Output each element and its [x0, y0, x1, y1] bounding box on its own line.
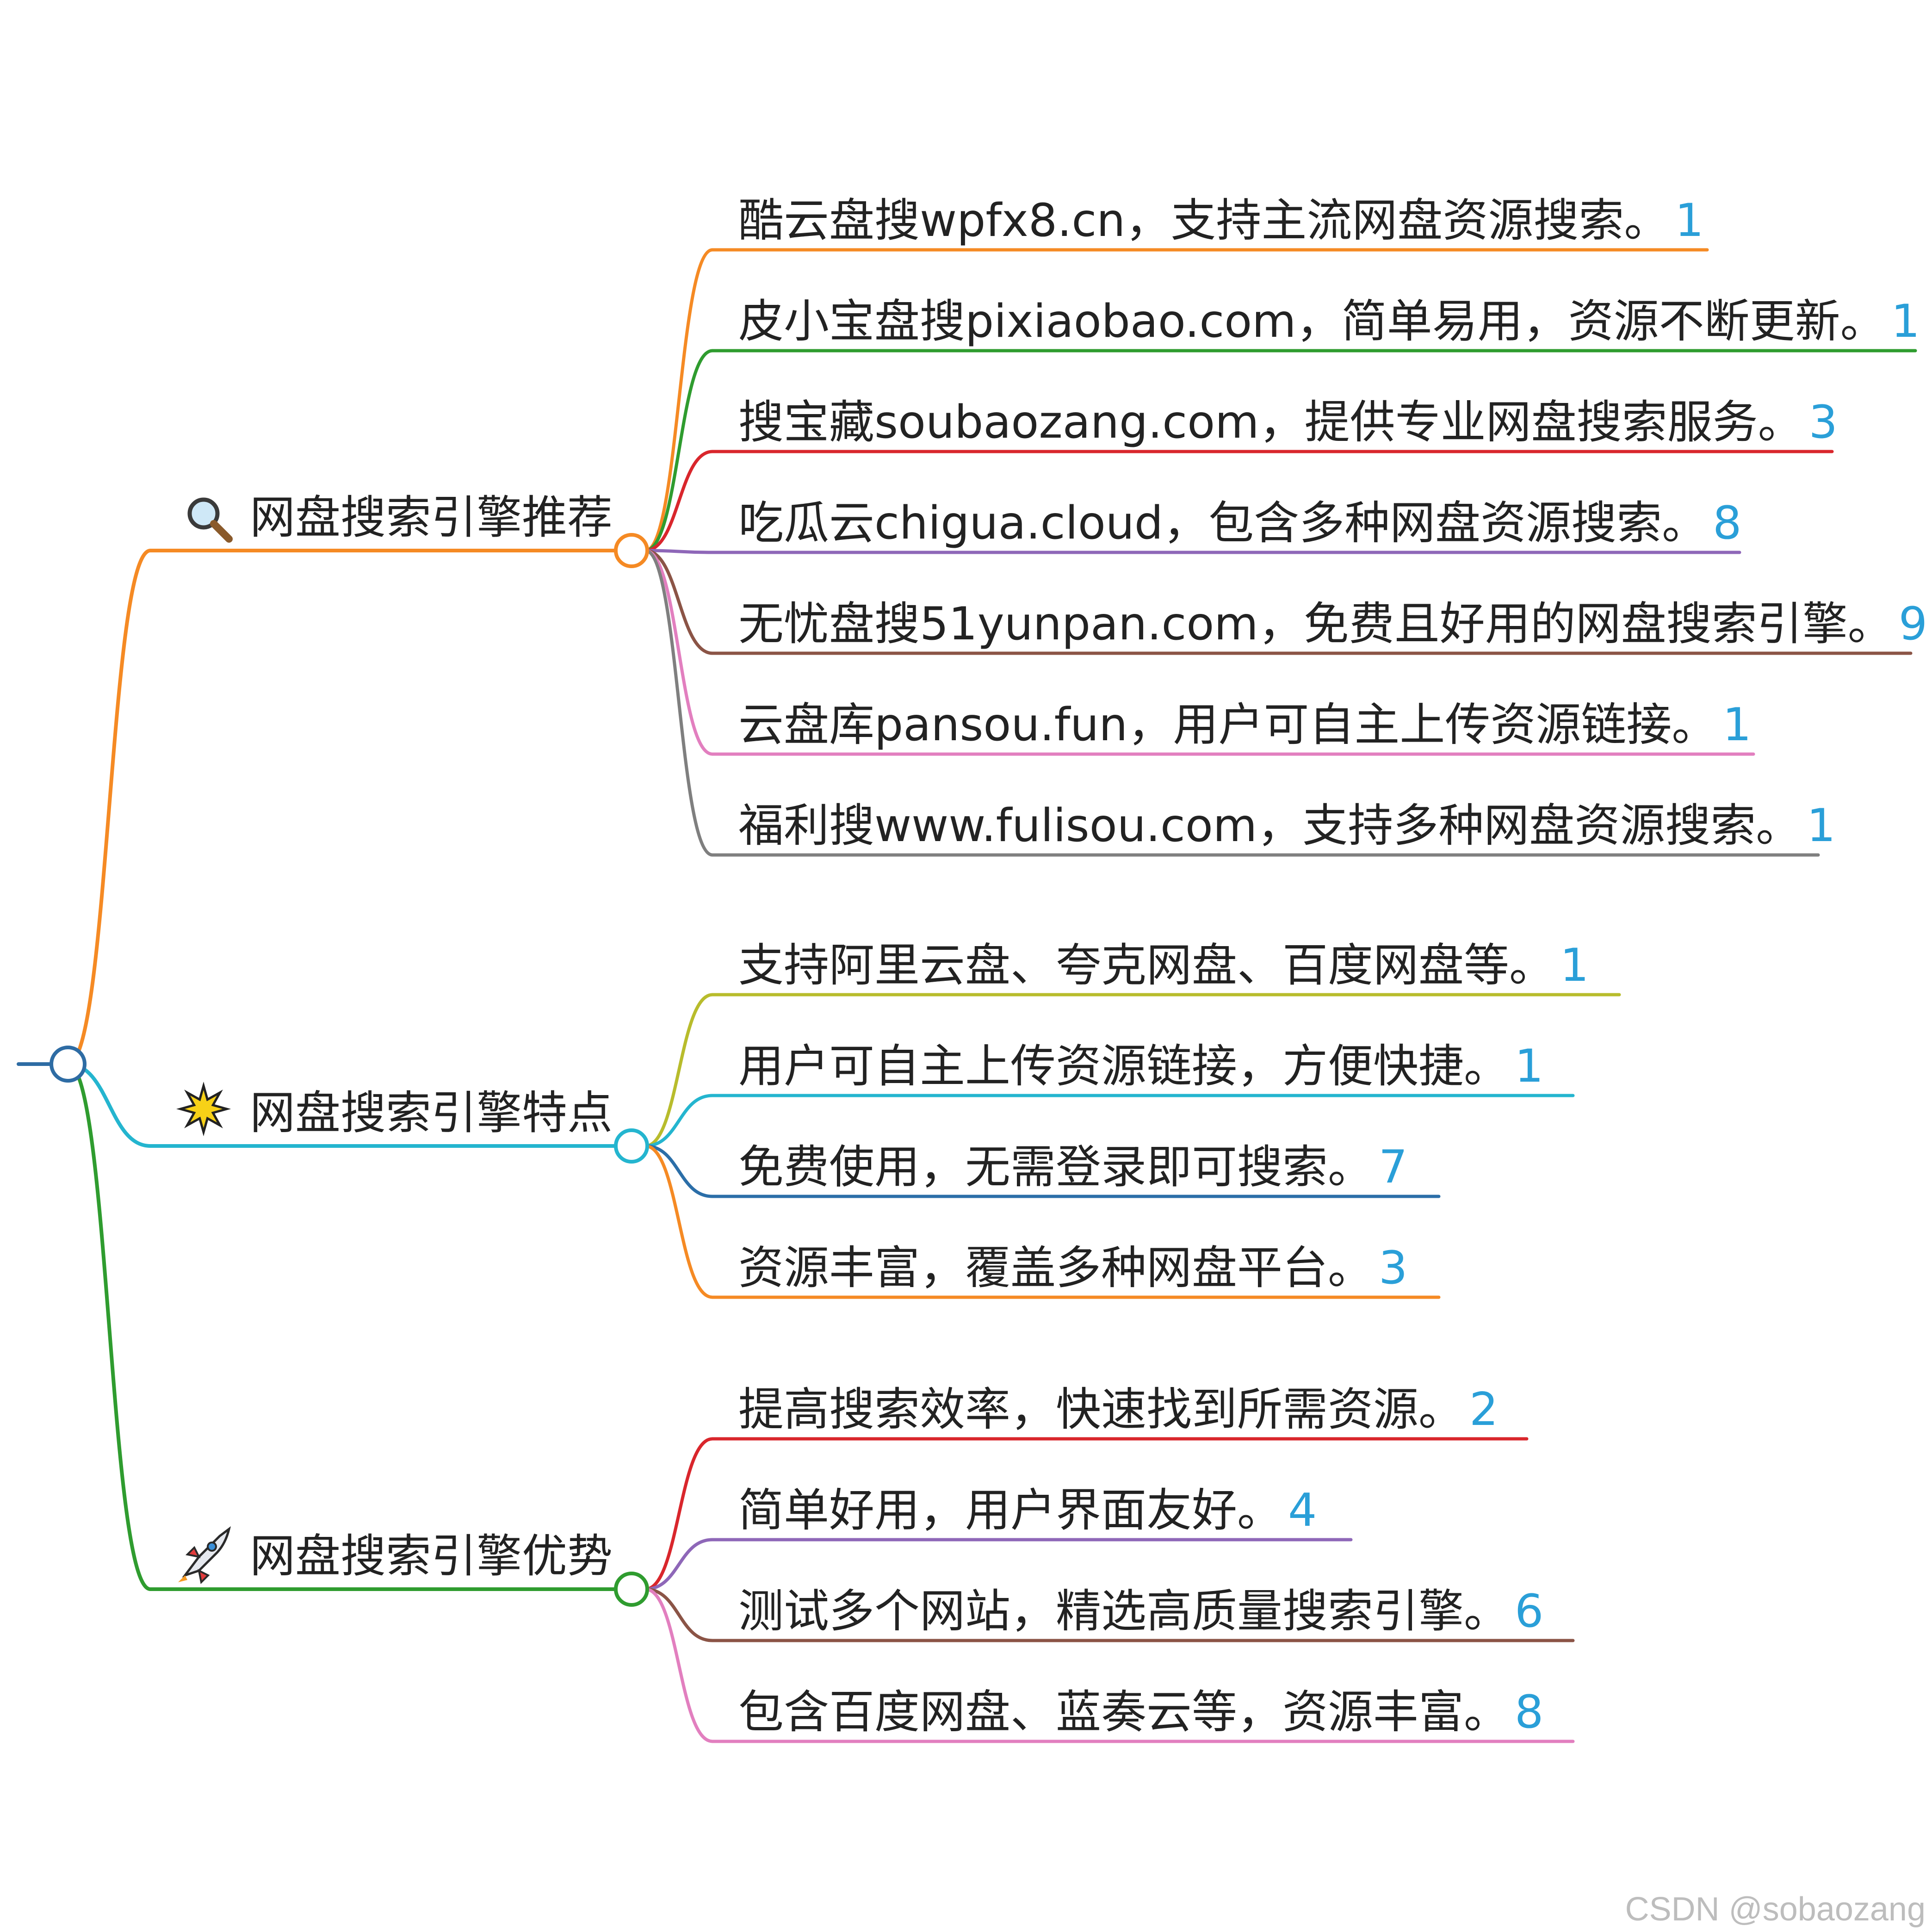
branch-to-item-edge-0-3: [644, 549, 714, 554]
item-text: 福利搜www.fulisou.com，支持多种网盘资源搜索。: [738, 799, 1801, 852]
item-count-link[interactable]: 2: [1469, 1383, 1498, 1436]
branch-to-item-edge-0-6: [644, 549, 714, 857]
branch-node-2[interactable]: [614, 1572, 649, 1607]
branch-to-item-edge-1-3: [644, 1144, 714, 1299]
branch-to-item-edge-1-0: [644, 993, 714, 1148]
branch-label: 网盘搜索引擎特点: [250, 1087, 613, 1139]
item-text: 搜宝藏soubaozang.com，提供专业网盘搜索服务。: [738, 396, 1803, 449]
branch-to-item-edge-1-2: [644, 1144, 714, 1198]
root-to-branch-edge-2: [66, 1062, 152, 1591]
sparkle-icon: [176, 1081, 231, 1137]
branch-node-1[interactable]: [614, 1128, 649, 1164]
branch-to-item-edge-2-3: [644, 1587, 714, 1743]
branch-to-item-edge-0-2: [644, 450, 714, 552]
item-text: 资源丰富，覆盖多种网盘平台。: [738, 1242, 1373, 1294]
branch-label: 网盘搜索引擎优势: [250, 1530, 613, 1583]
item-text: 吃瓜云chigua.cloud，包含多种网盘资源搜索。: [738, 497, 1707, 550]
root-node[interactable]: [50, 1046, 87, 1083]
watermark: CSDN @sobaozang: [1625, 1891, 1926, 1928]
item-text: 皮小宝盘搜pixiaobao.com，简单易用，资源不断更新。: [738, 295, 1886, 348]
item-count-link[interactable]: 1: [1560, 939, 1589, 992]
branch-to-item-edge-0-5: [644, 549, 714, 756]
item-text: 简单好用，用户界面友好。: [738, 1484, 1282, 1537]
mind-map-edges: [17, 248, 1917, 1743]
branch-to-item-edge-2-2: [644, 1587, 714, 1642]
item-count-link[interactable]: 1: [1722, 699, 1751, 751]
mind-map-nodes: 网盘搜索引擎推荐酷云盘搜wpfx8.cn，支持主流网盘资源搜索。1皮小宝盘搜pi…: [50, 194, 1927, 1739]
item-text: 免费使用，无需登录即可搜索。: [738, 1141, 1373, 1194]
item-count-link[interactable]: 3: [1809, 396, 1838, 449]
item-text: 提高搜索效率，快速找到所需资源。: [738, 1383, 1464, 1436]
item-count-link[interactable]: 3: [1379, 1242, 1407, 1294]
item-text: 测试多个网站，精选高质量搜索引擎。: [738, 1585, 1509, 1638]
item-text: 云盘库pansou.fun，用户可自主上传资源链接。: [738, 699, 1717, 751]
item-text: 支持阿里云盘、夸克网盘、百度网盘等。: [738, 939, 1554, 992]
item-count-link[interactable]: 6: [1515, 1585, 1543, 1638]
item-text: 酷云盘搜wpfx8.cn，支持主流网盘资源搜索。: [738, 194, 1669, 247]
rocket-icon: [178, 1526, 231, 1585]
item-count-link[interactable]: 1: [1891, 295, 1920, 348]
branch-label: 网盘搜索引擎推荐: [250, 491, 613, 544]
item-count-link[interactable]: 1: [1675, 194, 1703, 247]
item-count-link[interactable]: 9: [1899, 598, 1927, 650]
branch-to-item-edge-0-1: [644, 349, 714, 552]
item-count-link[interactable]: 7: [1379, 1141, 1407, 1194]
item-text: 无忧盘搜51yunpan.com，免费且好用的网盘搜索引擎。: [738, 598, 1893, 650]
item-text: 包含百度网盘、蓝奏云等，资源丰富。: [738, 1686, 1509, 1739]
branch-to-item-edge-1-1: [644, 1094, 714, 1148]
branch-to-item-edge-0-4: [644, 549, 714, 655]
item-count-link[interactable]: 1: [1515, 1040, 1543, 1093]
branch-to-item-edge-0-0: [644, 248, 714, 552]
item-count-link[interactable]: 8: [1713, 497, 1741, 550]
item-count-link[interactable]: 4: [1288, 1484, 1317, 1537]
magnifier-icon: [187, 497, 233, 543]
item-count-link[interactable]: 8: [1515, 1686, 1543, 1739]
root-to-branch-edge-0: [66, 549, 152, 1066]
item-text: 用户可自主上传资源链接，方便快捷。: [738, 1040, 1509, 1093]
branch-node-0[interactable]: [614, 533, 649, 568]
branch-to-item-edge-2-0: [644, 1437, 714, 1591]
branch-to-item-edge-2-1: [644, 1538, 714, 1591]
item-count-link[interactable]: 1: [1807, 799, 1835, 852]
